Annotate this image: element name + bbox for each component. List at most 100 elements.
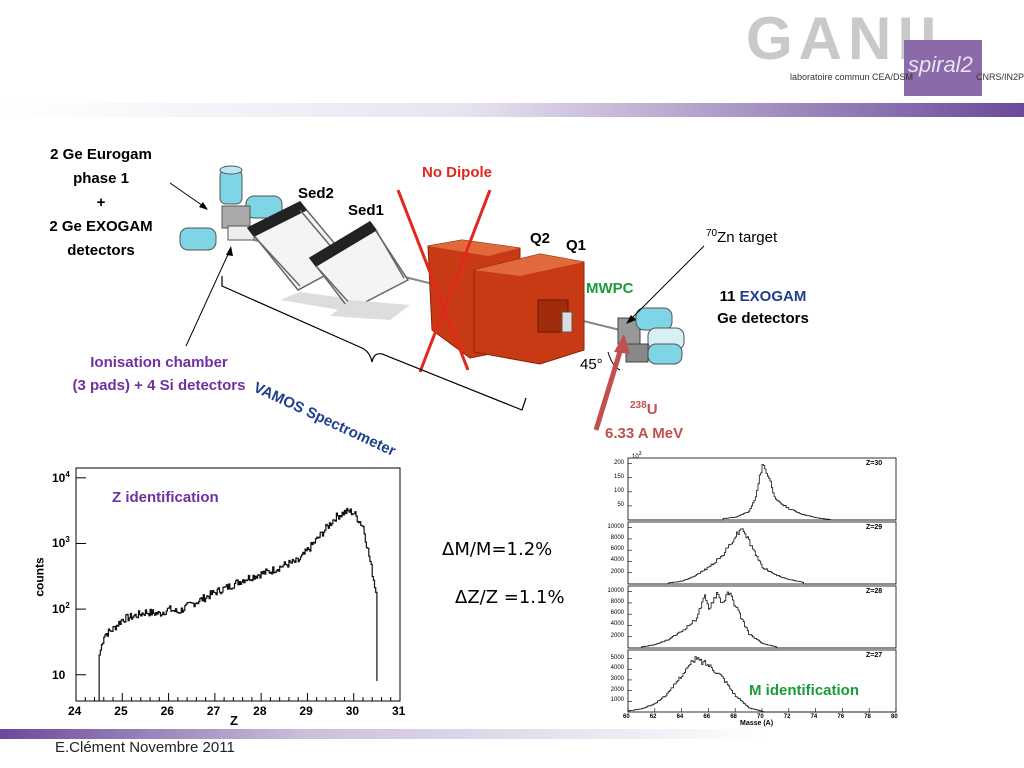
z-y-tick-base: 10 — [52, 470, 66, 485]
beam-label: 238U — [630, 400, 658, 418]
z-plot-y-ticks — [76, 477, 86, 676]
no-dipole-label: No Dipole — [422, 164, 492, 181]
m-y-tick-label: 5000 — [610, 654, 624, 661]
m-y-tick-label: 6000 — [610, 610, 624, 617]
sed1-label: Sed1 — [348, 202, 384, 219]
m-plot-title: M identification — [749, 682, 859, 699]
m-x-tick-label: 70 — [757, 714, 764, 720]
m-y-tick-label: 10000 — [607, 587, 624, 594]
z-y-tick-base: 10 — [52, 667, 66, 682]
m-x-tick-label: 62 — [649, 714, 657, 720]
pointer-ionisation — [185, 249, 231, 347]
sed1-frame — [308, 220, 410, 320]
m-x-tick-label: 76 — [837, 714, 845, 720]
z-plot-ylabel: counts — [32, 557, 47, 597]
ionisation-line-1: Ionisation chamber — [90, 354, 228, 371]
angle-arc — [607, 351, 621, 371]
beam-arrow-head — [614, 334, 630, 354]
q1-magnet — [473, 253, 585, 365]
m-panel-spectrum — [628, 528, 896, 585]
m-panel-frame — [627, 585, 897, 649]
m-y-tick-label: 2000 — [610, 568, 624, 575]
no-dipole-cross-1 — [396, 189, 470, 371]
eurogam-detectors — [179, 165, 283, 251]
setup-diagram — [169, 165, 705, 431]
m-x-tick-label: 64 — [676, 714, 684, 720]
m-x-tick-label: 78 — [864, 714, 871, 720]
eurogam-line-3: + — [96, 194, 106, 211]
z-x-tick-label: 25 — [114, 704, 128, 718]
z-x-tick-label: 24 — [68, 704, 82, 718]
m-y-tick-label: 3000 — [610, 675, 624, 682]
eurogam-label: 2 Ge Eurogam phase 1 + 2 Ge EXOGAM detec… — [36, 143, 166, 263]
m-y-tick-label: 4000 — [610, 665, 624, 672]
m-x-tick-label: 66 — [703, 714, 711, 720]
z-x-tick-label: 30 — [345, 704, 360, 718]
beam-mass: 238 — [630, 400, 647, 411]
z-y-tick-label: 102 — [52, 601, 70, 616]
q2-label: Q2 — [530, 230, 551, 247]
eurogam-line-2: phase 1 — [73, 170, 129, 187]
z-plot-svg — [75, 467, 401, 702]
z-y-tick-base: 10 — [52, 602, 66, 617]
footer-author: E.Clément Novembre 2011 — [55, 739, 235, 756]
m-y-tick-label: 2000 — [610, 632, 624, 639]
z-plot-x-ticks — [75, 693, 401, 701]
z-plot-title: Z identification — [112, 489, 219, 506]
m-panel-tag: Z=28 — [866, 588, 883, 595]
ionisation-line-2: (3 pads) + 4 Si detectors — [72, 377, 246, 394]
z-y-tick-base: 10 — [52, 536, 66, 551]
no-dipole-cross-2 — [418, 189, 492, 373]
mwpc-label: MWPC — [586, 280, 634, 297]
exogam-label: 11 EXOGAM Ge detectors — [698, 286, 828, 330]
m-panel-frame — [627, 521, 897, 585]
m-plot-exponent-sup: 3 — [638, 451, 642, 457]
z-y-tick-exponent: 2 — [65, 601, 70, 611]
m-panel-spectrum — [627, 656, 896, 713]
z-plot-spectrum — [98, 507, 378, 701]
pointer-target — [627, 245, 705, 323]
z-y-tick-exponent: 4 — [65, 469, 70, 479]
m-panel-tag: Z=27 — [866, 652, 883, 659]
m-plot-exponent-base: 10 — [632, 454, 639, 460]
m-x-tick-label: 72 — [783, 714, 791, 720]
m-y-tick-label: 4000 — [610, 557, 624, 564]
ionisation-label: Ionisation chamber (3 pads) + 4 Si detec… — [52, 351, 266, 397]
m-y-tick-label: 2000 — [610, 686, 624, 693]
exogam-detectors — [617, 307, 685, 365]
zn-target-mass: 70 — [706, 228, 718, 239]
exogam-line-2: Ge detectors — [717, 310, 809, 327]
m-x-tick-label: 60 — [623, 714, 630, 720]
m-panel-frame — [627, 649, 897, 713]
m-plot-exponent: 103 — [632, 451, 641, 460]
logo: GANIL spiral2 laboratoire commun CEA/DSM… — [740, 4, 1024, 99]
m-x-tick-label: 74 — [810, 714, 818, 720]
m-x-tick-label: 68 — [730, 714, 737, 720]
z-y-tick-label: 103 — [52, 535, 70, 550]
vamos-bracket — [221, 276, 527, 411]
m-panel-tag: Z=30 — [866, 460, 883, 467]
z-resolution: ΔZ/Z =1.1% — [455, 587, 565, 608]
m-y-tick-label: 8000 — [610, 598, 624, 605]
zn-target-text: Zn target — [717, 229, 778, 246]
z-y-tick-label: 104 — [52, 470, 70, 485]
z-plot-xlabel: Z — [230, 713, 238, 728]
z-x-tick-label: 27 — [206, 704, 221, 718]
lab-right-text: CNRS/IN2P3 — [976, 72, 1024, 82]
m-y-tick-label: 10000 — [607, 523, 624, 530]
logo-spiral2-box — [904, 40, 982, 96]
eurogam-line-1: 2 Ge Eurogam — [50, 146, 152, 163]
beam-energy-label: 6.33 A MeV — [605, 425, 684, 442]
eurogam-line-4: 2 Ge EXOGAM — [49, 218, 153, 235]
z-y-tick-label: 10 — [52, 667, 65, 682]
m-y-tick-label: 150 — [613, 473, 624, 480]
m-panel-spectrum — [628, 591, 896, 649]
header-band — [0, 103, 1024, 117]
z-x-tick-label: 26 — [160, 704, 174, 718]
exogam-word: EXOGAM — [739, 288, 807, 305]
m-plot-svg — [627, 457, 897, 713]
lab-left-text: laboratoire commun CEA/DSM — [790, 72, 914, 82]
m-y-tick-label: 50 — [617, 501, 624, 508]
m-y-tick-label: 6000 — [610, 546, 624, 553]
